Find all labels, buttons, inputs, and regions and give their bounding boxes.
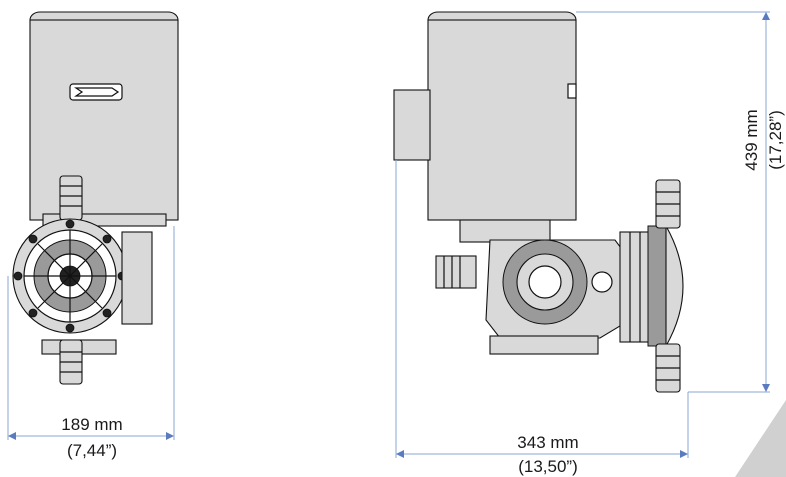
front-bottom-valve [59, 339, 83, 385]
front-width-dimension [7, 226, 175, 440]
side-height-dimension [576, 11, 770, 393]
side-motor-housing [427, 11, 577, 221]
side-height-in-label: (17,28”) [766, 110, 785, 170]
front-view: 189 mm (7,44”) [7, 11, 179, 460]
front-motor-housing [29, 11, 179, 227]
front-pump-head [12, 218, 153, 334]
side-width-dimension [395, 160, 689, 458]
terminal-box [393, 89, 431, 161]
side-gearbox [459, 219, 631, 355]
front-width-in-label: (7,44”) [67, 441, 117, 460]
side-top-valve [655, 179, 681, 229]
side-bottom-valve [655, 343, 681, 393]
front-width-mm-label: 189 mm [61, 415, 122, 434]
front-top-valve [59, 175, 83, 221]
side-shaft-cap [435, 255, 477, 289]
side-pump-head [619, 223, 684, 349]
side-width-mm-label: 343 mm [517, 433, 578, 452]
side-width-in-label: (13,50”) [518, 457, 578, 476]
side-height-mm-label: 439 mm [742, 109, 761, 170]
side-view: 343 mm (13,50”) 439 mm (17,28”) [393, 11, 785, 476]
flow-arrow-icon [69, 83, 123, 101]
corner-wedge-decoration [735, 400, 786, 477]
